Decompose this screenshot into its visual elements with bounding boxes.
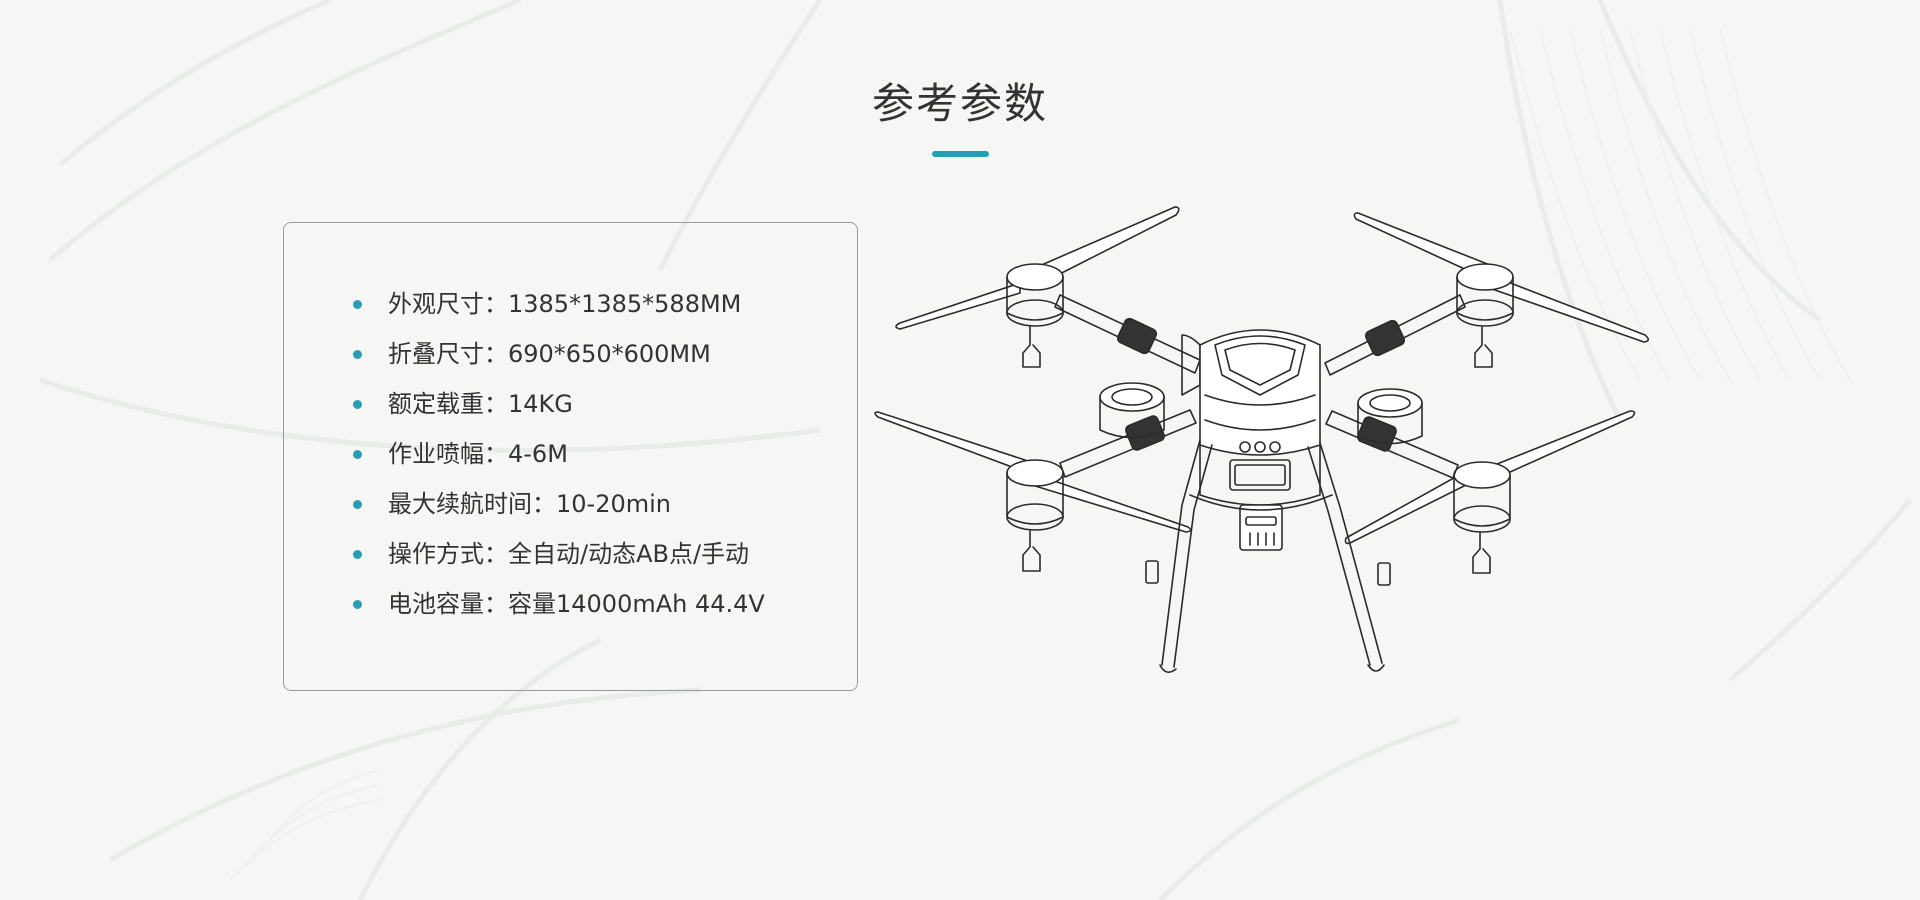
spec-label: 折叠尺寸 — [388, 340, 484, 368]
spec-value: 10-20min — [556, 490, 671, 518]
spec-separator: ： — [484, 590, 508, 618]
bullet-icon — [353, 500, 362, 509]
title-underline — [932, 151, 989, 157]
spec-label: 作业喷幅 — [388, 440, 484, 468]
bullet-icon — [353, 350, 362, 359]
spec-item-folded-size: 折叠尺寸：690*650*600MM — [353, 329, 765, 379]
agricultural-drone-icon — [874, 206, 1650, 673]
spec-label: 外观尺寸 — [388, 290, 484, 318]
spec-separator: ： — [484, 290, 508, 318]
bullet-icon — [353, 400, 362, 409]
spec-value: 全自动/动态AB点/手动 — [508, 540, 750, 568]
spec-separator: ： — [484, 390, 508, 418]
spec-value: 14KG — [508, 390, 573, 418]
spec-value: 690*650*600MM — [508, 340, 711, 368]
drone-image — [870, 195, 1660, 690]
page-title: 参考参数 — [871, 79, 1048, 128]
bullet-icon — [353, 450, 362, 459]
spec-item-operation-mode: 操作方式：全自动/动态AB点/手动 — [353, 529, 765, 579]
spec-value: 容量14000mAh 44.4V — [508, 590, 765, 618]
spec-item-spray-width: 作业喷幅：4-6M — [353, 429, 765, 479]
spec-item-endurance: 最大续航时间：10-20min — [353, 479, 765, 529]
spec-separator: ： — [484, 540, 508, 568]
spec-item-battery: 电池容量：容量14000mAh 44.4V — [353, 579, 765, 629]
spec-card: 外观尺寸：1385*1385*588MM 折叠尺寸：690*650*600MM … — [283, 222, 858, 691]
spec-separator: ： — [484, 340, 508, 368]
spec-separator: ： — [484, 440, 508, 468]
spec-separator: ： — [532, 490, 556, 518]
spec-label: 电池容量 — [388, 590, 484, 618]
spec-value: 4-6M — [508, 440, 568, 468]
spec-label: 额定载重 — [388, 390, 484, 418]
spec-item-dimensions: 外观尺寸：1385*1385*588MM — [353, 279, 765, 329]
bullet-icon — [353, 300, 362, 309]
spec-label: 最大续航时间 — [388, 490, 532, 518]
spec-value: 1385*1385*588MM — [508, 290, 742, 318]
bullet-icon — [353, 600, 362, 609]
spec-item-payload: 额定载重：14KG — [353, 379, 765, 429]
bullet-icon — [353, 550, 362, 559]
spec-list: 外观尺寸：1385*1385*588MM 折叠尺寸：690*650*600MM … — [353, 279, 765, 629]
spec-label: 操作方式 — [388, 540, 484, 568]
